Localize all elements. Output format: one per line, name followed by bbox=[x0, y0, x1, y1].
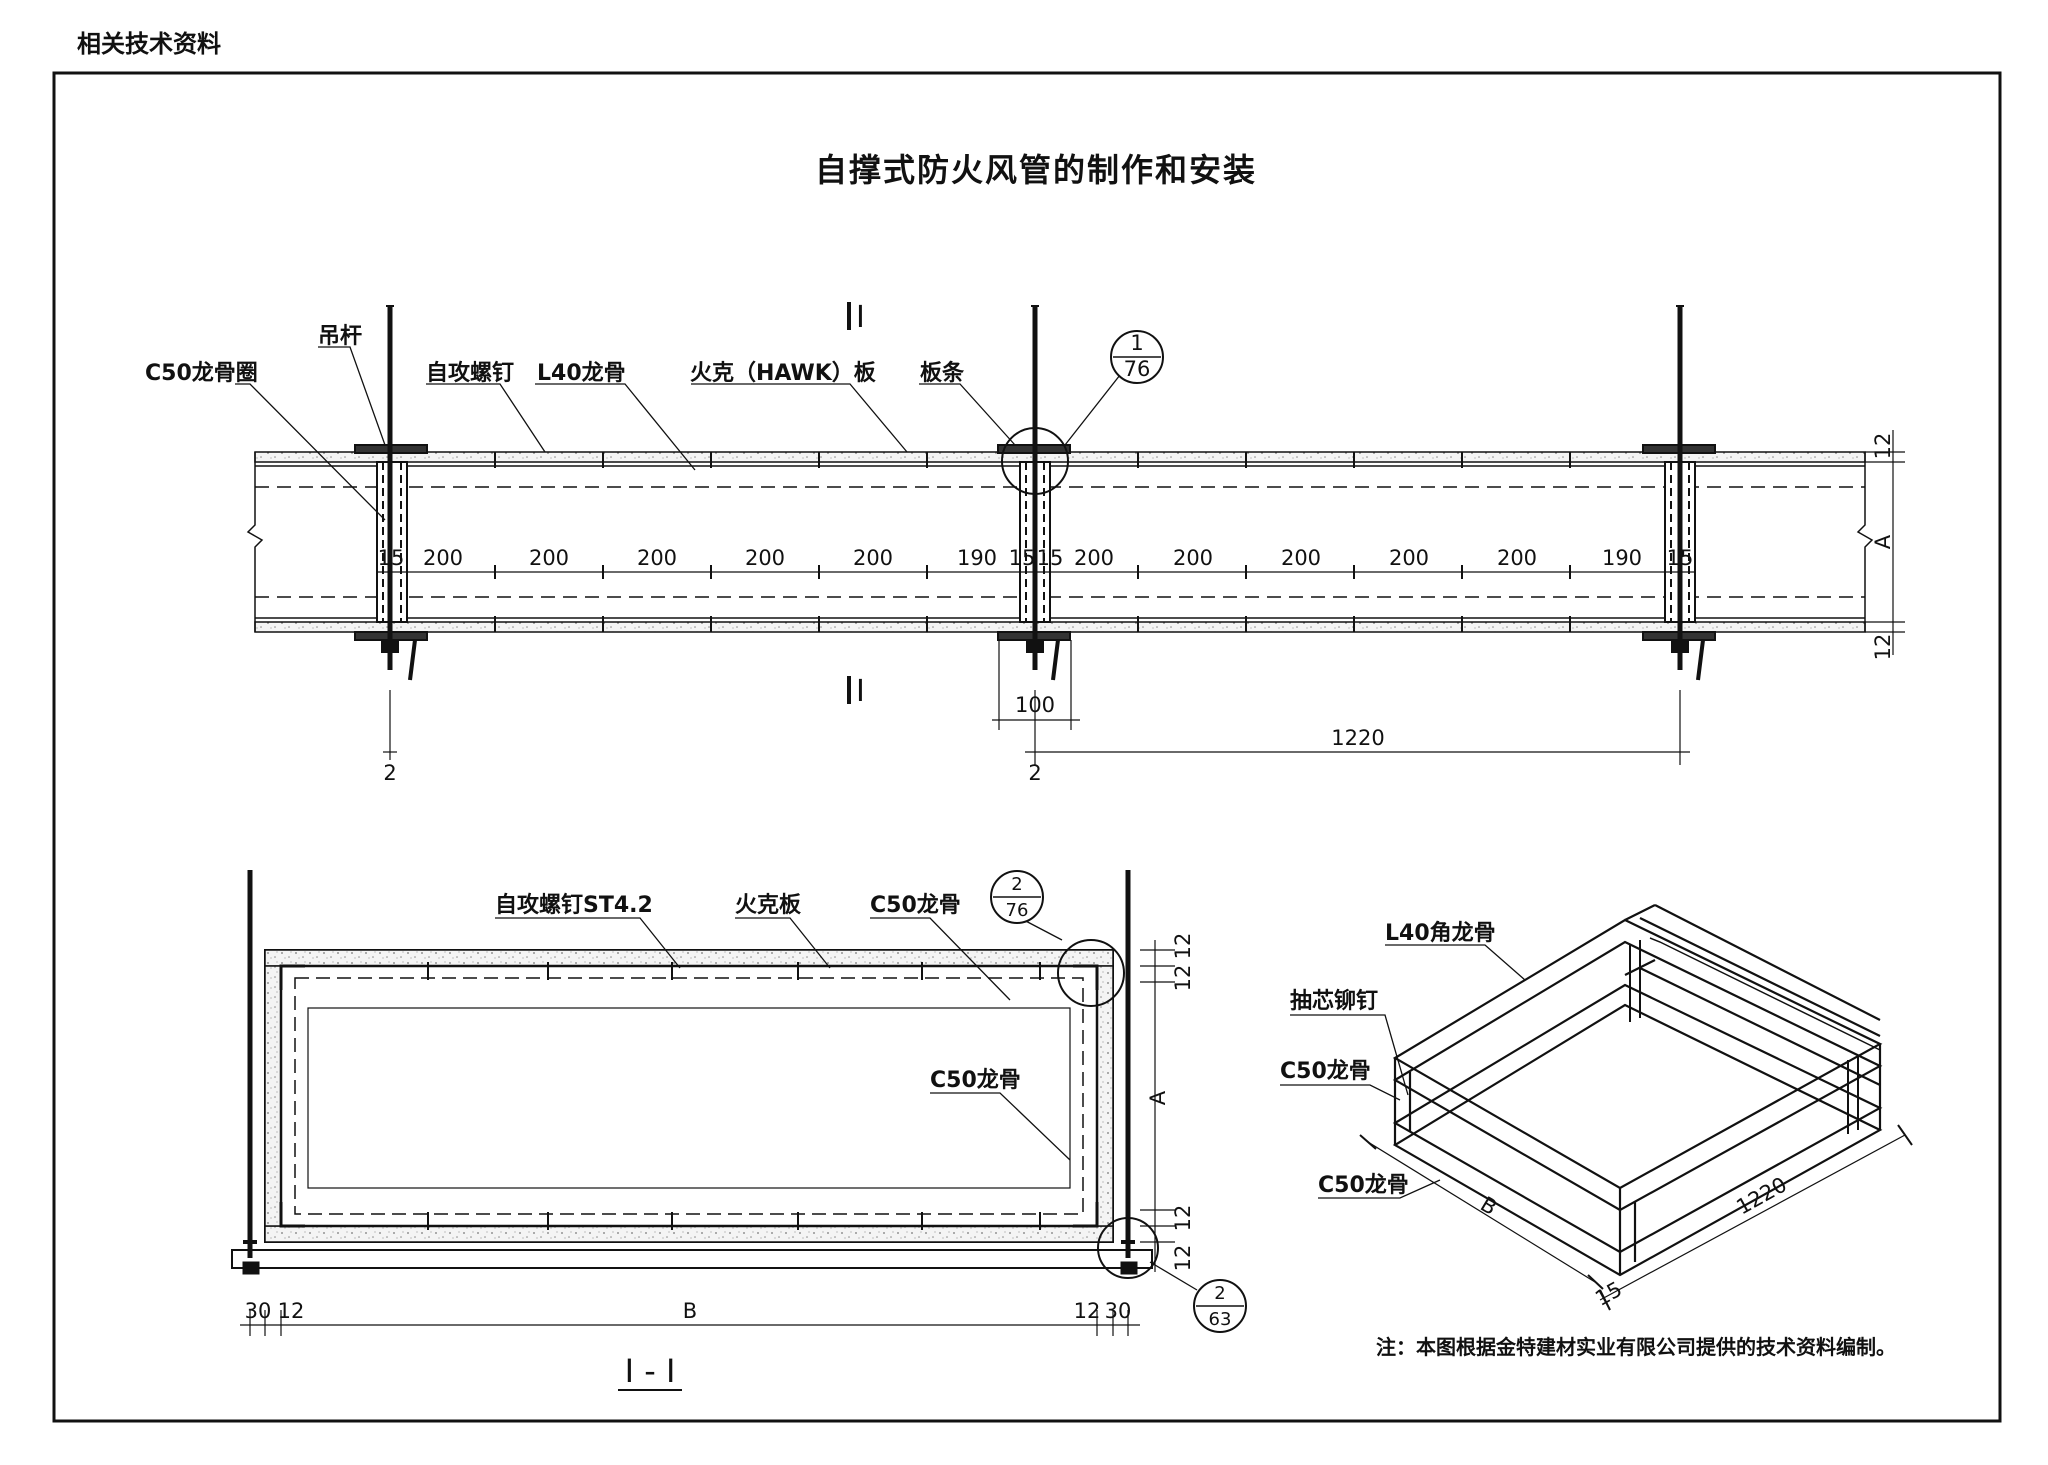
detail-ref-1-76-top: 1 bbox=[1130, 331, 1143, 355]
spacing-dim: 200 bbox=[1281, 546, 1321, 570]
label-c50-ring: C50龙骨圈 bbox=[145, 361, 258, 386]
label-c50-iso-a: C50龙骨 bbox=[1280, 1059, 1371, 1084]
label-self-tapping-screw: 自攻螺钉 bbox=[426, 360, 514, 386]
spacing-dim: 15 bbox=[1009, 546, 1036, 570]
spacing-dimensions: 15 200 200 200 200 200 190 15 15 200 200… bbox=[378, 546, 1694, 570]
dim-hanger-span: 1220 bbox=[1331, 726, 1384, 750]
label-c50-iso-b: C50龙骨 bbox=[1318, 1173, 1409, 1198]
label-hawk-board-section: 火克板 bbox=[735, 892, 802, 918]
detail-ref-2-76-top: 2 bbox=[1011, 874, 1022, 895]
label-rivet: 抽芯铆钉 bbox=[1290, 988, 1378, 1014]
drawing-note: 注：本图根据金特建材实业有限公司提供的技术资料编制。 bbox=[1376, 1335, 1896, 1359]
detail-ref-1-76-bottom: 76 bbox=[1124, 357, 1151, 381]
section-dim-bottom: 30 bbox=[245, 1299, 272, 1323]
drawing-frame bbox=[52, 71, 2002, 1423]
dim-top-thickness: 12 bbox=[1871, 433, 1895, 460]
dim-plate-width: 100 bbox=[1015, 693, 1055, 717]
section-dim-right: 12 bbox=[1171, 965, 1195, 992]
section-view bbox=[231, 870, 1198, 1391]
spacing-dim: 15 bbox=[1037, 546, 1064, 570]
section-dim-bottom: 12 bbox=[278, 1299, 305, 1323]
section-dim-right: 12 bbox=[1171, 1245, 1195, 1272]
detail-ref-2-63-bottom: 63 bbox=[1209, 1309, 1232, 1330]
label-l40-keel: L40龙骨 bbox=[537, 361, 626, 386]
label-batten: 板条 bbox=[920, 360, 965, 386]
label-hanger-rod: 吊杆 bbox=[318, 324, 362, 349]
dim-rod-mid: 2 bbox=[1028, 761, 1041, 785]
page-header-label: 相关技术资料 bbox=[77, 30, 221, 58]
label-c50-top: C50龙骨 bbox=[870, 893, 961, 918]
isometric-view bbox=[1280, 904, 1913, 1311]
dim-height-a: A bbox=[1871, 534, 1895, 549]
spacing-dim: 200 bbox=[853, 546, 893, 570]
section-dim-right: 12 bbox=[1171, 1205, 1195, 1232]
spacing-dim: 200 bbox=[1389, 546, 1429, 570]
label-l40-angle: L40角龙骨 bbox=[1385, 920, 1496, 946]
spacing-dim: 200 bbox=[1173, 546, 1213, 570]
spacing-dim: 200 bbox=[637, 546, 677, 570]
detail-ref-2-76-bottom: 76 bbox=[1006, 900, 1029, 921]
duct-elevation bbox=[235, 302, 1905, 765]
spacing-dim: 200 bbox=[1497, 546, 1537, 570]
dim-rod-left: 2 bbox=[383, 761, 396, 785]
spacing-dim: 200 bbox=[1074, 546, 1114, 570]
iso-dim-b: B bbox=[1476, 1192, 1501, 1220]
label-c50-inner: C50龙骨 bbox=[930, 1068, 1021, 1093]
drawing-title: 自撑式防火风管的制作和安装 bbox=[815, 151, 1257, 189]
detail-ref-2-63: 2 63 bbox=[1193, 1279, 1247, 1333]
detail-ref-1-76: 1 76 bbox=[1110, 330, 1164, 384]
detail-ref-2-63-top: 2 bbox=[1214, 1283, 1225, 1304]
section-mark-bottom: I bbox=[856, 674, 865, 709]
section-mark-top: I bbox=[856, 300, 865, 335]
label-hawk-board: 火克（HAWK）板 bbox=[690, 360, 877, 386]
section-dim-right: 12 bbox=[1171, 933, 1195, 960]
spacing-dim: 200 bbox=[529, 546, 569, 570]
section-dim-bottom: B bbox=[683, 1299, 697, 1323]
spacing-dim: 15 bbox=[378, 546, 405, 570]
spacing-dim: 200 bbox=[745, 546, 785, 570]
spacing-dim: 200 bbox=[423, 546, 463, 570]
spacing-dim: 190 bbox=[1602, 546, 1642, 570]
section-dim-bottom: 12 bbox=[1074, 1299, 1101, 1323]
spacing-dim: 15 bbox=[1667, 546, 1694, 570]
section-caption: I - I bbox=[625, 1352, 676, 1390]
spacing-dim: 190 bbox=[957, 546, 997, 570]
label-screw-st42: 自攻螺钉ST4.2 bbox=[495, 892, 653, 918]
section-dim-right: A bbox=[1146, 1090, 1170, 1105]
section-dim-bottom: 30 bbox=[1105, 1299, 1132, 1323]
detail-ref-2-76: 2 76 bbox=[990, 870, 1044, 924]
dim-bottom-thickness: 12 bbox=[1871, 634, 1895, 661]
